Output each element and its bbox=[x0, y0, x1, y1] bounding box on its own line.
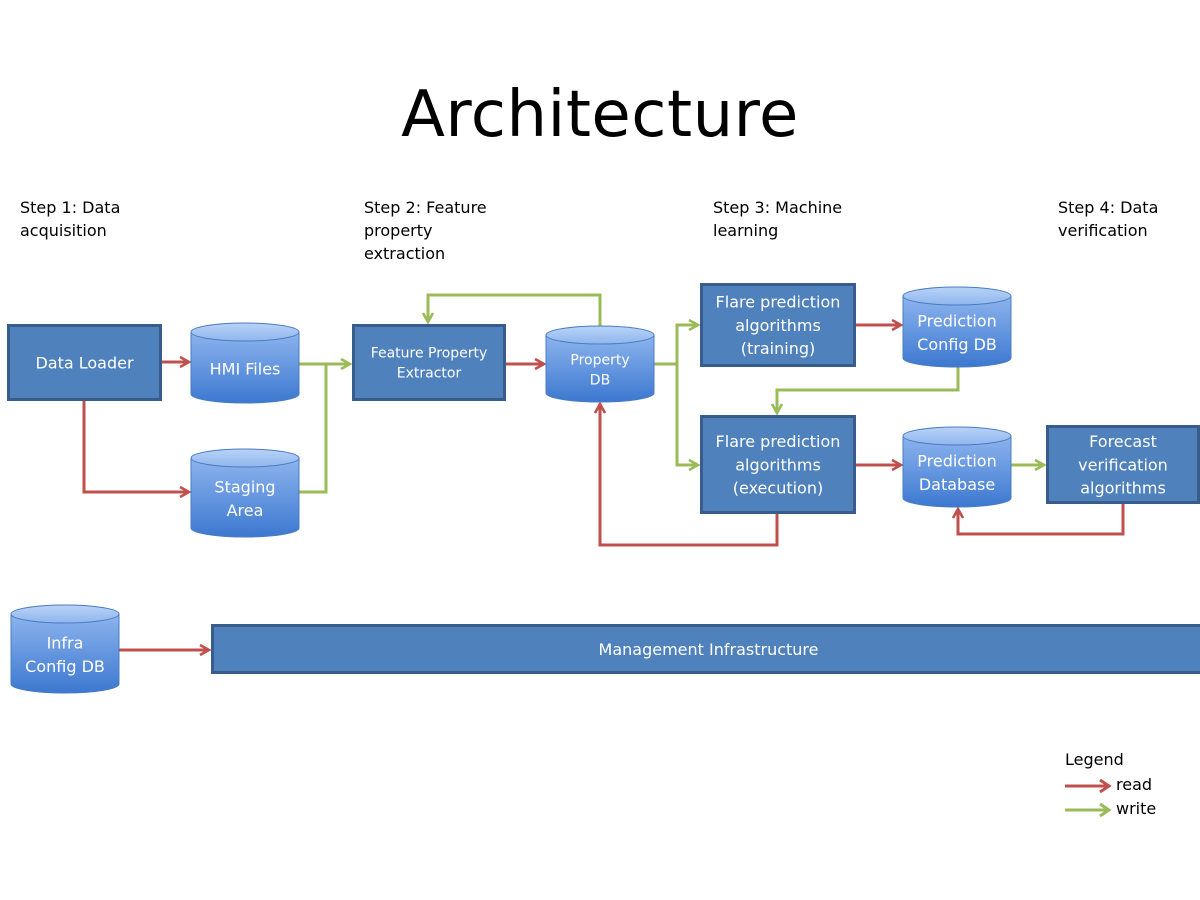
database-cylinder-top bbox=[902, 286, 1012, 306]
node-hmi-files: HMI Files bbox=[190, 322, 300, 404]
step-3-line: learning bbox=[713, 221, 779, 240]
database-cylinder-icon bbox=[545, 334, 655, 403]
process-box bbox=[7, 324, 162, 401]
legend-label: write bbox=[1116, 799, 1157, 818]
step-3-label: Step 3: Machine learning bbox=[713, 196, 842, 242]
database-cylinder-icon bbox=[190, 331, 300, 404]
node-label: Forecast bbox=[1089, 432, 1157, 451]
node-label: Database bbox=[919, 475, 995, 494]
node-label: HMI Files bbox=[210, 359, 281, 378]
node-label: Area bbox=[227, 501, 264, 520]
edge-property-db-to-feature-extractor bbox=[428, 293, 602, 326]
node-label: Flare prediction bbox=[716, 432, 841, 451]
database-cylinder-top bbox=[190, 322, 300, 342]
node-label: algorithms bbox=[735, 455, 821, 474]
step-1-line: Step 1: Data bbox=[20, 198, 121, 217]
node-label: verification bbox=[1078, 455, 1168, 474]
database-cylinder-icon bbox=[10, 613, 120, 694]
database-cylinder-icon bbox=[902, 435, 1012, 508]
edge-data-loader-to-staging-area bbox=[82, 401, 189, 492]
edge-forecast-verification-to-prediction-database bbox=[958, 504, 1125, 536]
node-label: DB bbox=[590, 373, 610, 389]
legend-label: read bbox=[1116, 775, 1153, 794]
step-2-line: property bbox=[364, 221, 433, 240]
edge-prediction-config-db-to-flare-execution bbox=[777, 367, 960, 413]
node-label: Data Loader bbox=[35, 353, 134, 372]
database-cylinder-top bbox=[545, 325, 655, 345]
node-label: Extractor bbox=[397, 366, 462, 382]
node-forecast-verification: Forecast verification algorithms bbox=[1046, 425, 1200, 504]
node-label: Management Infrastructure bbox=[599, 640, 819, 659]
step-1-line: acquisition bbox=[20, 221, 107, 240]
node-label: Flare prediction bbox=[716, 293, 841, 312]
process-box bbox=[1046, 425, 1200, 504]
node-label: Prediction bbox=[917, 312, 996, 331]
node-label: algorithms bbox=[735, 316, 821, 335]
database-cylinder-top bbox=[10, 604, 120, 624]
edge-flare-execution-to-property-db bbox=[600, 404, 779, 547]
read-arrow-icon bbox=[1065, 778, 1112, 794]
step-3-line: Step 3: Machine bbox=[713, 198, 843, 217]
edge-staging-area-to-feature-extractor bbox=[299, 364, 328, 494]
step-2-line: extraction bbox=[364, 244, 446, 263]
node-label: (training) bbox=[741, 339, 815, 358]
node-label: Config DB bbox=[25, 657, 105, 676]
database-cylinder-icon bbox=[190, 457, 300, 538]
node-label: algorithms bbox=[1080, 478, 1166, 497]
page-title: Architecture bbox=[401, 78, 799, 152]
node-label: Staging bbox=[214, 478, 275, 497]
step-4-line: Step 4: Data bbox=[1058, 198, 1159, 217]
step-1-label: Step 1: Data acquisition bbox=[20, 196, 120, 242]
process-box bbox=[211, 624, 1200, 674]
edges-layer bbox=[82, 293, 1125, 650]
step-4-label: Step 4: Data verification bbox=[1058, 196, 1158, 242]
legend-title: Legend bbox=[1065, 750, 1124, 769]
legend-item-read: read bbox=[1064, 775, 1184, 797]
node-label: Property bbox=[570, 352, 629, 368]
edge-property-db-to-flare-training bbox=[654, 325, 698, 366]
node-label: Config DB bbox=[917, 335, 997, 354]
process-box bbox=[352, 324, 506, 401]
node-label: Prediction bbox=[917, 452, 996, 471]
legend-item-write: write bbox=[1064, 799, 1184, 821]
step-2-label: Step 2: Feature property extraction bbox=[364, 196, 487, 265]
node-label: Feature Property bbox=[371, 345, 488, 361]
process-box bbox=[700, 283, 856, 367]
database-cylinder-icon bbox=[902, 295, 1012, 368]
step-4-line: verification bbox=[1058, 221, 1148, 240]
edge-property-db-to-flare-execution bbox=[675, 364, 698, 465]
write-arrow-icon bbox=[1065, 802, 1112, 818]
node-data-loader: Data Loader bbox=[7, 324, 162, 401]
node-label: (execution) bbox=[733, 478, 823, 497]
node-flare-execution: Flare prediction algorithms (execution) bbox=[700, 415, 856, 514]
node-label: Infra bbox=[47, 634, 84, 653]
process-box bbox=[700, 415, 856, 514]
node-flare-training: Flare prediction algorithms (training) bbox=[700, 283, 856, 367]
database-cylinder-top bbox=[902, 426, 1012, 446]
node-management-infrastructure: Management Infrastructure bbox=[211, 624, 1200, 674]
database-cylinder-top bbox=[190, 448, 300, 468]
step-2-line: Step 2: Feature bbox=[364, 198, 487, 217]
